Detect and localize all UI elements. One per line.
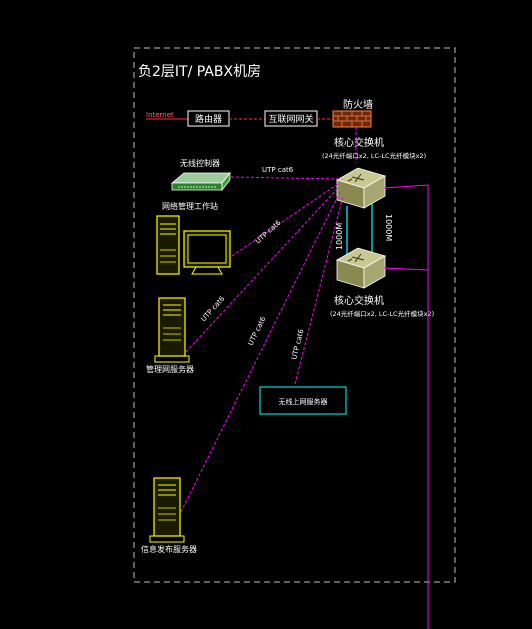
utp-info-label: UTP cat6 bbox=[247, 315, 268, 347]
firewall-icon bbox=[332, 110, 372, 128]
core-switch-1-subtitle: (24光纤端口x2, LC-LC光纤模块x2) bbox=[322, 151, 426, 160]
utp-controller-label: UTP cat6 bbox=[262, 166, 294, 174]
wireless-ap-server-box bbox=[259, 386, 347, 415]
intranet-server-label: 管理网服务器 bbox=[146, 364, 194, 374]
fiber-right-label: 1000M bbox=[384, 214, 393, 241]
internet-label: Internet bbox=[146, 111, 174, 119]
utp-wireless-label: UTP cat6 bbox=[290, 328, 305, 361]
intranet-switch-link bbox=[185, 187, 339, 353]
wireless-controller-icon bbox=[170, 171, 231, 192]
room-boundary bbox=[133, 47, 456, 583]
room-title: 负2层IT/ PABX机房 bbox=[138, 64, 261, 80]
fiber-left-label: 1000M bbox=[335, 223, 344, 250]
core-switch-2-title: 核心交换机 bbox=[334, 294, 384, 307]
riser-link-1 bbox=[383, 184, 429, 629]
info-server-label: 信息发布服务器 bbox=[141, 544, 197, 554]
wireless-ap-server-label: 无线上网服务器 bbox=[279, 397, 328, 406]
firewall-label: 防火墙 bbox=[343, 98, 373, 111]
wireless-controller-label: 无线控制器 bbox=[180, 158, 220, 168]
intranet-server-icon bbox=[154, 297, 190, 363]
router-label: 路由器 bbox=[195, 113, 222, 125]
wireless-server-switch-link bbox=[294, 195, 344, 385]
core-switch-2-subtitle: (24光纤端口x2, LC-LC光纤模块x2) bbox=[330, 309, 434, 318]
controller-switch-link bbox=[230, 176, 341, 180]
riser-link-2 bbox=[383, 267, 429, 271]
utp-workstation-label: UTP cat6 bbox=[254, 218, 283, 245]
core-switch-1-title: 核心交换机 bbox=[334, 136, 384, 149]
workstation-switch-link bbox=[231, 183, 339, 257]
core-switch-2-icon bbox=[335, 247, 387, 289]
workstation-tower-icon bbox=[156, 215, 180, 275]
utp-intranet-label: UTP cat6 bbox=[200, 294, 227, 323]
gateway-label: 互联网网关 bbox=[268, 113, 313, 125]
workstation-label: 网络管理工作站 bbox=[162, 201, 218, 211]
info-server-icon bbox=[149, 477, 185, 543]
core-switch-1-icon bbox=[335, 167, 387, 209]
info-server-switch-link bbox=[180, 191, 341, 513]
workstation-monitor-icon bbox=[183, 230, 231, 275]
